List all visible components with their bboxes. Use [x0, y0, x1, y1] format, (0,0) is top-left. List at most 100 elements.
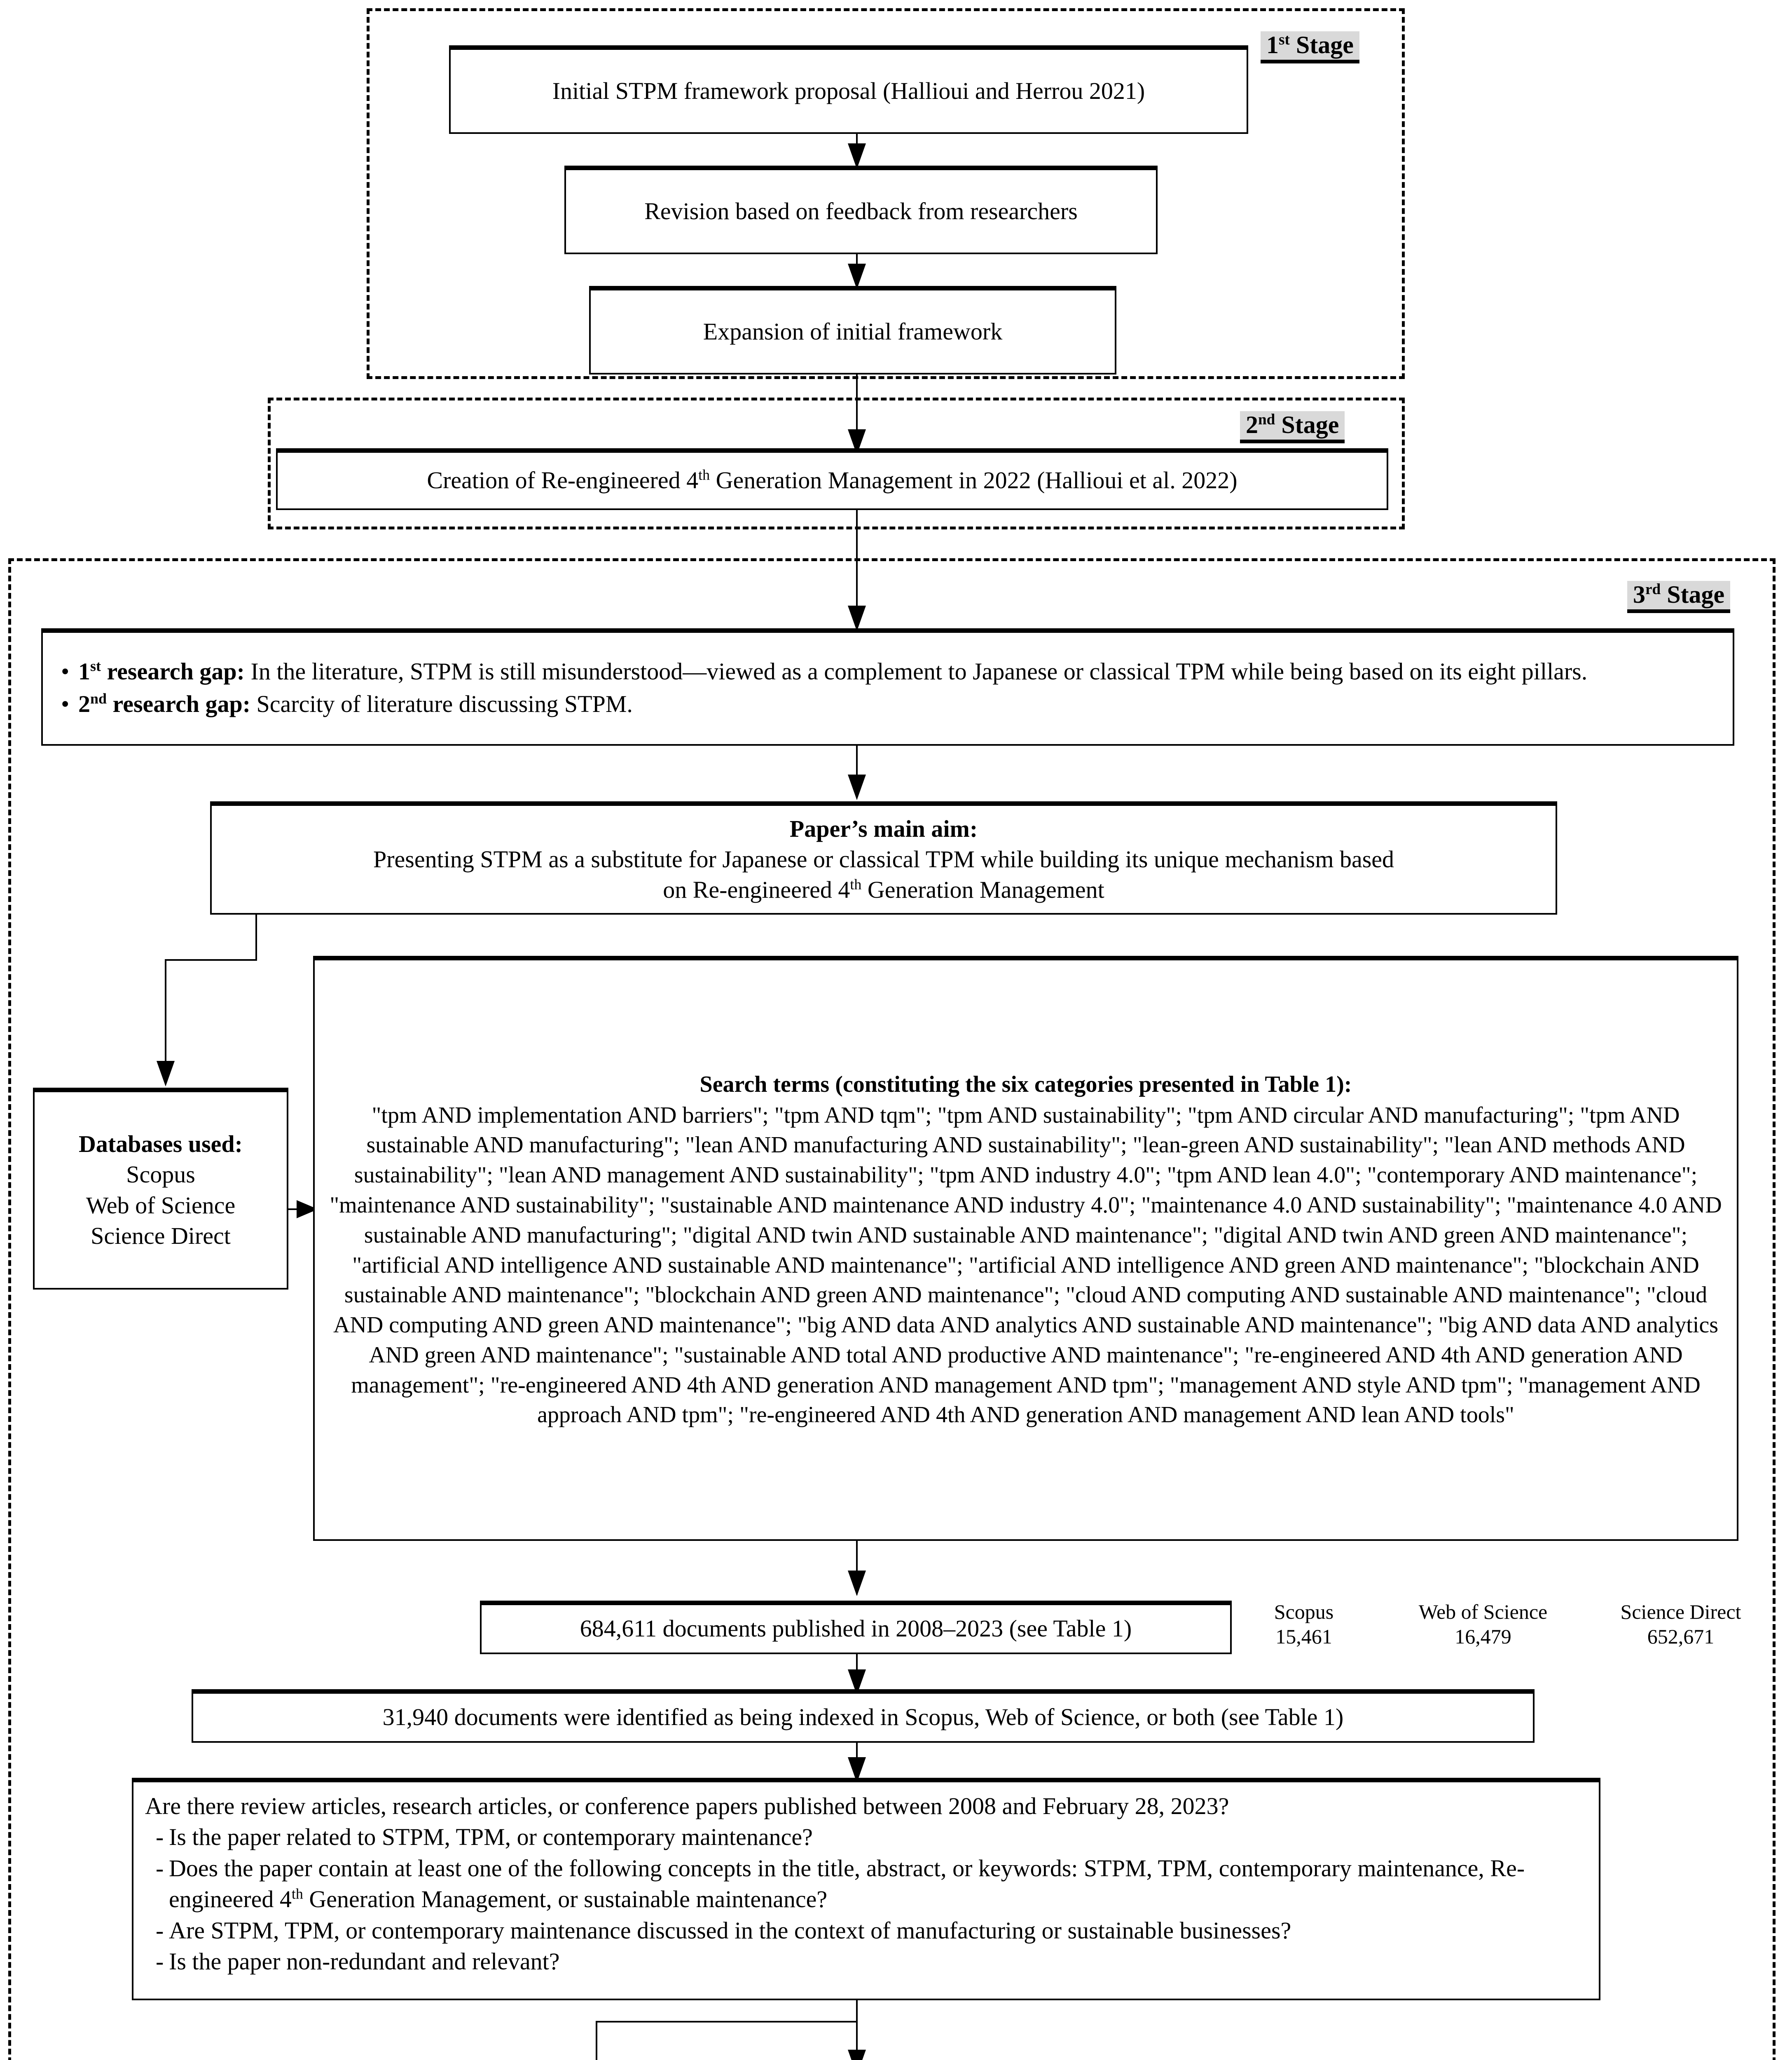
database-count-sd: Science Direct 652,671 [1594, 1599, 1767, 1649]
criteria-item-4: Is the paper non-redundant and relevant? [145, 1946, 1587, 1977]
database-count-wos-label: Web of Science [1418, 1600, 1548, 1623]
connector-removed-v [596, 2021, 597, 2060]
databases-title: Databases used: [79, 1131, 243, 1158]
arrow-gaps-aim [848, 775, 866, 800]
connector-criteria-final [856, 2000, 858, 2060]
connector-aim-db-v1 [255, 915, 257, 960]
search-terms-body: "tpm AND implementation AND barriers"; "… [330, 1102, 1722, 1428]
connector-removed-h-top [596, 2021, 858, 2023]
connector-gaps-aim [856, 746, 858, 795]
arrow-search-docs [848, 1571, 866, 1596]
search-terms-header: Search terms (constituting the six categ… [699, 1071, 1352, 1097]
criteria-item-1: Is the paper related to STPM, TPM, or co… [145, 1821, 1587, 1853]
criteria-item-3: Are STPM, TPM, or contemporary maintenan… [145, 1915, 1587, 1946]
node-documents-published: 684,611 documents published in 2008–2023… [480, 1601, 1232, 1654]
stage-1-label-text: Stage [1289, 31, 1354, 59]
node-creation-post: Generation Management in 2022 (Hallioui … [710, 467, 1238, 494]
criteria-item-1-text: Is the paper related to STPM, TPM, or co… [169, 1824, 813, 1851]
node-paper-aim-title: Paper’s main aim: [789, 815, 978, 842]
research-gaps-list: 1st research gap: In the literature, STP… [55, 656, 1720, 721]
stage-1-label-ordinal: st [1279, 31, 1290, 48]
node-paper-aim-text: Paper’s main aim: Presenting STPM as a s… [219, 814, 1548, 906]
node-initial-framework-text: Initial STPM framework proposal (Halliou… [552, 77, 1145, 104]
research-gap-1-text: In the literature, STPM is still misunde… [245, 658, 1588, 685]
node-indexed-documents-text: 31,940 documents were identified as bein… [382, 1704, 1344, 1731]
stage-1-label: 1st Stage [1261, 31, 1359, 63]
research-gap-2-label: research gap: [107, 691, 251, 717]
node-inclusion-criteria: Are there review articles, research arti… [132, 1778, 1600, 2000]
database-count-scopus-value: 15,461 [1275, 1625, 1332, 1648]
stage-1-label-number: 1 [1266, 31, 1279, 59]
node-search-terms: Search terms (constituting the six categ… [313, 956, 1738, 1541]
node-expansion-framework: Expansion of initial framework [589, 286, 1116, 375]
node-search-terms-text: Search terms (constituting the six categ… [326, 1070, 1725, 1430]
node-research-gaps: 1st research gap: In the literature, STP… [41, 628, 1734, 746]
research-gap-2-ordinal: nd [90, 690, 107, 707]
node-documents-published-text: 684,611 documents published in 2008–2023… [580, 1615, 1132, 1642]
arrow-aim-db [157, 1061, 175, 1086]
stage-2-label: 2nd Stage [1240, 411, 1345, 443]
research-gap-2: 2nd research gap: Scarcity of literature… [55, 688, 1720, 720]
node-databases-used: Databases used: Scopus Web of Science Sc… [33, 1088, 288, 1290]
node-creation-regen-management-text: Creation of Re-engineered 4th Generation… [285, 465, 1379, 496]
research-gap-1-ordinal: st [90, 658, 101, 674]
node-paper-aim-line2-post: Generation Management [861, 876, 1104, 904]
stage-1-frame [367, 8, 1405, 379]
criteria-item-2: Does the paper contain at least one of t… [145, 1853, 1587, 1915]
node-paper-aim-line2-pre: on Re-engineered 4 [663, 876, 850, 904]
node-creation-regen-management: Creation of Re-engineered 4th Generation… [276, 448, 1388, 510]
research-gap-2-text: Scarcity of literature discussing STPM. [250, 691, 633, 717]
research-gap-1-label: research gap: [101, 658, 245, 685]
database-item-science-direct: Science Direct [91, 1222, 231, 1249]
arrow-1b [848, 264, 866, 289]
stage-3-label-number: 3 [1633, 581, 1645, 608]
criteria-heading: Are there review articles, research arti… [145, 1793, 1229, 1819]
criteria-item-4-text: Is the paper non-redundant and relevant? [169, 1948, 560, 1975]
stage-2-frame [268, 398, 1405, 529]
connector-db-search [288, 1208, 301, 1210]
node-paper-aim-line2-sup: th [850, 876, 862, 893]
database-count-sd-label: Science Direct [1620, 1600, 1741, 1623]
connector-s2-s3 [856, 510, 858, 630]
database-item-scopus: Scopus [126, 1161, 195, 1188]
node-inclusion-criteria-content: Are there review articles, research arti… [145, 1791, 1587, 1977]
node-revision-feedback-text: Revision based on feedback from research… [644, 197, 1078, 225]
criteria-item-2-post: Generation Management, or sustainable ma… [303, 1886, 828, 1913]
database-count-wos: Web of Science 16,479 [1394, 1599, 1572, 1649]
connector-aim-db-v2 [165, 959, 166, 1079]
criteria-item-2-pre: Does the paper contain at least one of t… [169, 1854, 1525, 1913]
database-count-sd-value: 652,671 [1647, 1625, 1715, 1648]
research-gap-2-number: 2 [78, 691, 90, 717]
node-paper-aim: Paper’s main aim: Presenting STPM as a s… [210, 801, 1557, 915]
database-count-wos-value: 16,479 [1455, 1625, 1511, 1648]
connector-s1-s2 [856, 375, 858, 451]
database-counts: Scopus 15,461 Web of Science 16,479 Scie… [1236, 1599, 1767, 1649]
node-databases-used-text: Databases used: Scopus Web of Science Sc… [42, 1129, 279, 1251]
criteria-list: Is the paper related to STPM, TPM, or co… [145, 1821, 1587, 1977]
stage-2-label-ordinal: nd [1258, 411, 1275, 428]
node-paper-aim-line1: Presenting STPM as a substitute for Japa… [373, 845, 1394, 873]
database-count-scopus: Scopus 15,461 [1236, 1599, 1372, 1649]
arrow-1a [848, 143, 866, 169]
stage-3-label-text: Stage [1661, 581, 1725, 608]
stage-3-label-ordinal: rd [1645, 581, 1661, 598]
research-gap-1: 1st research gap: In the literature, STP… [55, 656, 1720, 687]
node-revision-feedback: Revision based on feedback from research… [564, 166, 1158, 254]
database-count-scopus-label: Scopus [1274, 1600, 1334, 1623]
stage-3-label: 3rd Stage [1627, 581, 1731, 613]
node-indexed-documents: 31,940 documents were identified as bein… [192, 1689, 1535, 1743]
criteria-item-2-sup: th [291, 1885, 303, 1902]
node-creation-pre: Creation of Re-engineered 4 [427, 467, 699, 494]
node-initial-framework: Initial STPM framework proposal (Halliou… [449, 45, 1248, 134]
stage-3-frame [8, 558, 1776, 2060]
criteria-item-3-text: Are STPM, TPM, or contemporary maintenan… [169, 1917, 1291, 1944]
database-item-web-of-science: Web of Science [86, 1192, 236, 1219]
arrow-s2-s3 [848, 606, 866, 631]
arrow-criteria-final [848, 2050, 866, 2060]
research-gap-1-number: 1 [78, 658, 90, 685]
stage-2-label-number: 2 [1246, 411, 1258, 438]
node-creation-sup: th [698, 467, 710, 484]
connector-aim-db-h [165, 959, 257, 961]
node-expansion-framework-text: Expansion of initial framework [703, 318, 1003, 345]
connector-search-docs [856, 1541, 858, 1594]
